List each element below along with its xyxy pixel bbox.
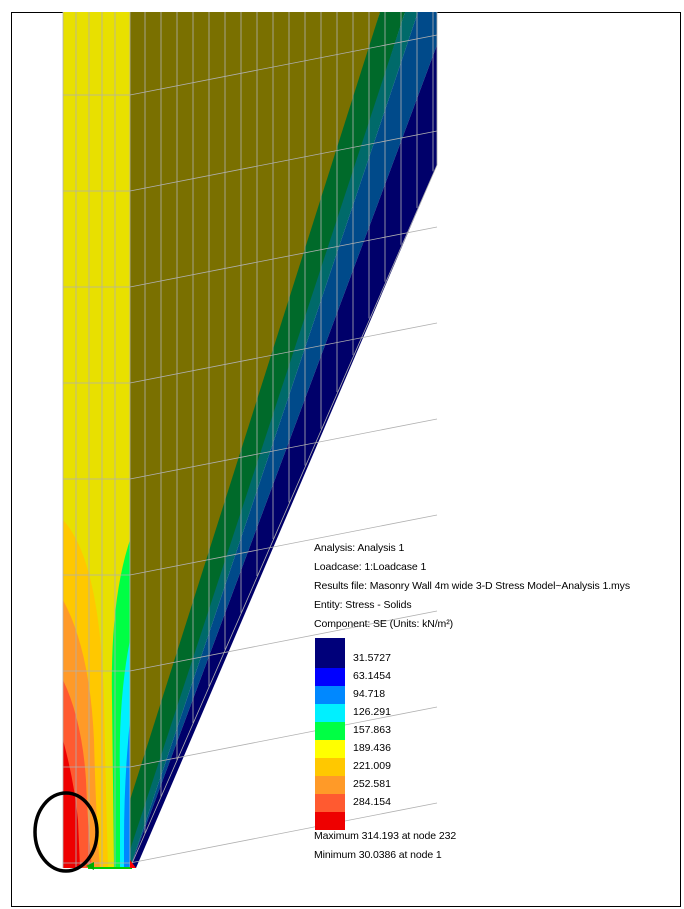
mesh-line [129,418,438,480]
legend-value: 31.5727 [353,652,391,664]
summary-maximum: Maximum 314.193 at node 232 [314,830,457,842]
highlight-circle [33,791,99,873]
legend-value: 63.1454 [353,670,391,682]
legend-swatch [315,758,345,776]
legend-swatch [315,668,345,686]
mesh-line [129,34,438,96]
wall-sloped-face [130,12,437,868]
mesh-line [129,802,438,864]
legend-swatch [315,740,345,758]
info-entity: Entity: Stress - Solids [314,599,412,611]
info-loadcase: Loadcase: 1:Loadcase 1 [314,561,427,573]
mesh-line [129,226,438,288]
wall-front-face [63,12,130,868]
info-results-file: Results file: Masonry Wall 4m wide 3-D S… [314,580,630,592]
mesh-line [129,706,438,768]
legend-swatch [315,794,345,812]
mesh-line [129,130,438,192]
mesh-line [129,514,438,576]
legend-value: 252.581 [353,778,391,790]
legend-value: 189.436 [353,742,391,754]
legend-swatch [315,812,345,830]
legend-swatch-top [315,638,345,650]
legend-value: 94.718 [353,688,386,700]
info-analysis: Analysis: Analysis 1 [314,542,405,554]
legend-swatch [315,650,345,668]
support-symbol [86,860,136,870]
legend-swatch [315,776,345,794]
legend-value: 221.009 [353,760,391,772]
mesh-line [129,322,438,384]
mesh-line [129,164,438,869]
legend-value: 157.863 [353,724,391,736]
legend-swatch [315,722,345,740]
legend-swatch [315,704,345,722]
legend-value: 126.291 [353,706,391,718]
legend-value: 284.154 [353,796,391,808]
mesh-line [129,610,438,672]
summary-minimum: Minimum 30.0386 at node 1 [314,849,442,861]
info-component: Component: SE (Units: kN/m²) [314,618,453,630]
legend-swatch [315,686,345,704]
mesh-grid [62,12,438,869]
